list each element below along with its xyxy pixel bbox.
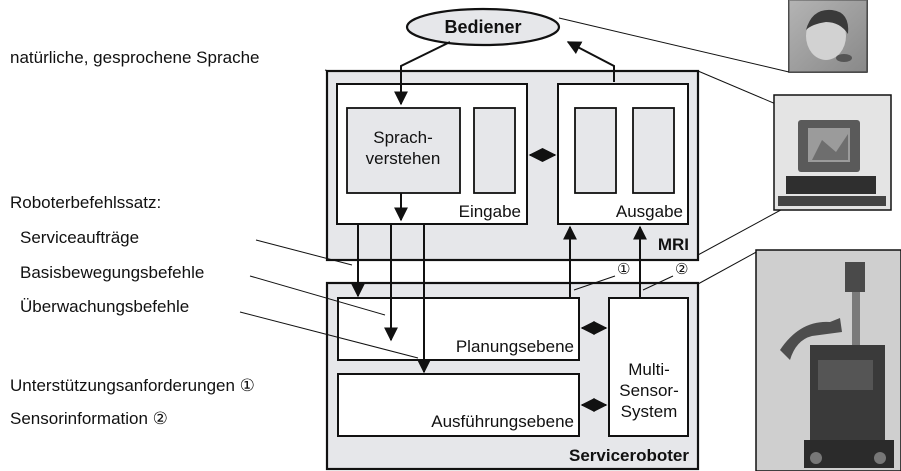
speech-understanding-line1: Sprach- bbox=[373, 128, 433, 147]
planning-layer-box: Planungsebene bbox=[338, 298, 579, 360]
output-box-left bbox=[575, 108, 616, 193]
input-side-box bbox=[474, 108, 515, 193]
sensor-system-line2: Sensor- bbox=[619, 381, 679, 400]
mri-photo-connector-bottom bbox=[698, 205, 790, 255]
input-label: Eingabe bbox=[459, 202, 521, 221]
robot-photo-connector bbox=[698, 250, 760, 284]
service-robot-title: Serviceroboter bbox=[569, 446, 689, 465]
monitoring-label: Überwachungsbefehle bbox=[20, 297, 189, 316]
mri-title: MRI bbox=[658, 235, 689, 254]
output-box-right bbox=[633, 108, 674, 193]
marker-1: ① bbox=[617, 261, 630, 278]
sensor-system-line3: System bbox=[621, 402, 678, 421]
command-set-label: Roboterbefehlssatz: bbox=[10, 193, 161, 212]
speech-input-label: natürliche, gesprochene Sprache bbox=[10, 48, 260, 67]
service-robot-photo bbox=[756, 250, 901, 471]
execution-layer-box: Ausführungsebene bbox=[338, 374, 579, 436]
operator-node: Bediener bbox=[407, 9, 559, 45]
planning-layer-label: Planungsebene bbox=[456, 337, 574, 356]
computer-monitor-photo bbox=[774, 95, 891, 210]
sensor-system-line1: Multi- bbox=[628, 360, 670, 379]
operator-label: Bediener bbox=[444, 17, 521, 37]
service-jobs-label: Serviceaufträge bbox=[20, 228, 139, 247]
operator-photo-connector bbox=[559, 18, 789, 72]
basic-motion-label: Basisbewegungsbefehle bbox=[20, 263, 204, 282]
support-requests-label: Unterstützungsanforderungen ① bbox=[10, 376, 255, 395]
output-label: Ausgabe bbox=[616, 202, 683, 221]
input-box: Sprach- verstehen Eingabe bbox=[337, 84, 527, 224]
multi-sensor-system-box: Multi- Sensor- System bbox=[609, 298, 688, 436]
speech-understanding-line2: verstehen bbox=[366, 149, 441, 168]
execution-layer-label: Ausführungsebene bbox=[431, 412, 574, 431]
sensor-info-label: Sensorinformation ② bbox=[10, 409, 168, 428]
output-box: Ausgabe bbox=[558, 84, 688, 224]
operator-photo bbox=[789, 0, 867, 72]
marker-2: ② bbox=[675, 261, 688, 278]
